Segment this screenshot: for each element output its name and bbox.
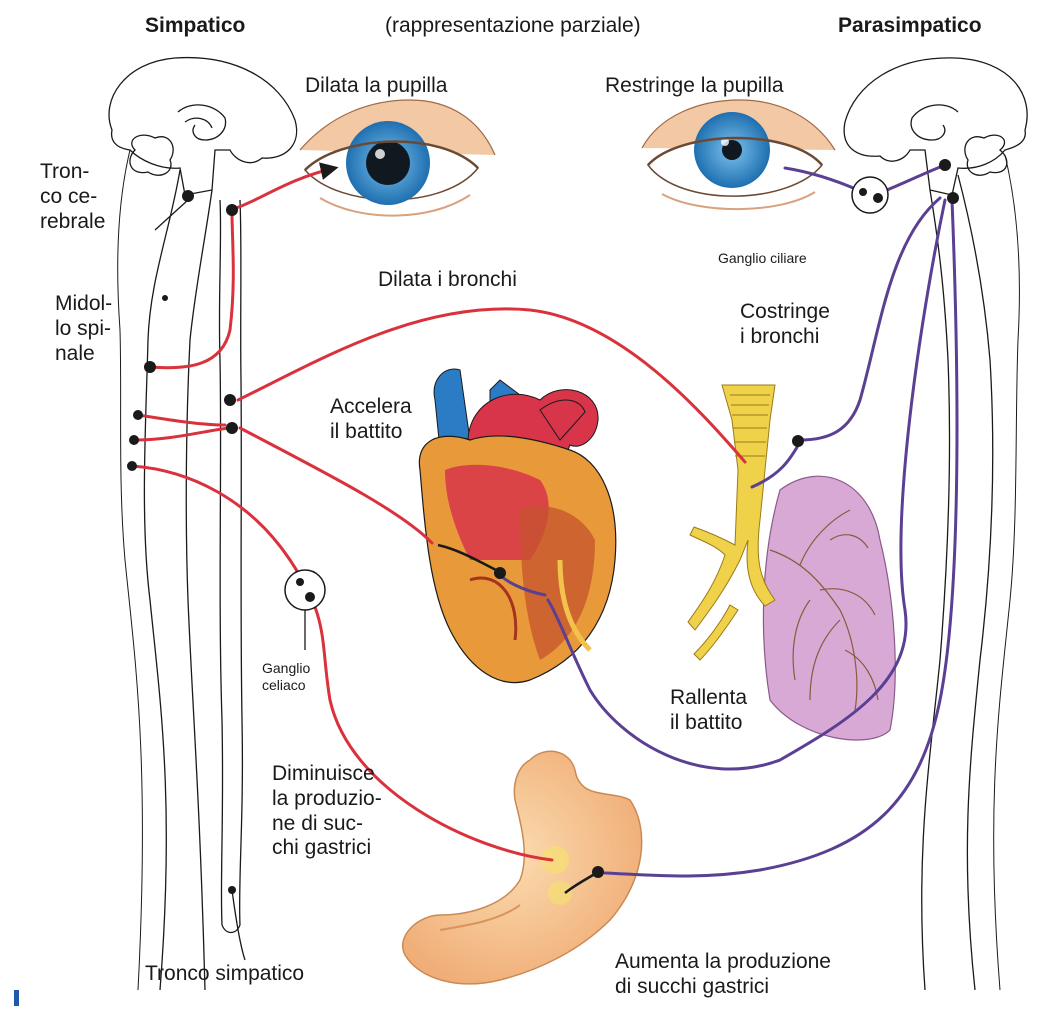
label-aumenta: Aumenta la produzione di succhi gastrici [615, 950, 831, 1000]
label-rallenta-battito: Rallenta il battito [670, 686, 747, 736]
left-eye [300, 100, 495, 216]
label-accelera-battito: Accelera il battito [330, 395, 412, 445]
left-title: Simpatico [145, 14, 245, 39]
left-brain [109, 58, 297, 195]
edge-mark [14, 990, 19, 1006]
nerve-to-ciliary-ganglion [882, 165, 945, 192]
label-ganglio-celiaco: Ganglio celiaco [262, 660, 310, 693]
right-eye [642, 100, 835, 209]
trachea-bronchi [688, 385, 775, 660]
label-restringe-pupilla: Restringe la pupilla [605, 74, 784, 99]
label-ganglio-ciliare: Ganglio ciliare [718, 250, 807, 267]
left-spinal-cord [118, 150, 212, 990]
label-tronco-cerebrale: Tron- co ce- rebrale [40, 160, 105, 234]
nerve-to-heart [240, 428, 432, 543]
lung [763, 476, 895, 740]
right-title: Parasimpatico [838, 14, 982, 39]
right-spinal-cord [922, 155, 1020, 990]
label-tronco-simpatico: Tronco simpatico [145, 962, 304, 987]
label-dilata-pupilla: Dilata la pupilla [305, 74, 447, 99]
subtitle: (rappresentazione parziale) [385, 14, 641, 39]
ganglio-celiaco-circle [285, 570, 325, 610]
stomach [403, 751, 642, 984]
label-diminuisce: Diminuisce la produzio- ne di suc- chi g… [272, 762, 382, 861]
label-midollo-spinale: Midol- lo spi- nale [55, 292, 112, 366]
label-costringe-bronchi: Costringe i bronchi [740, 300, 830, 350]
right-brain [844, 58, 1027, 195]
ganglio-ciliare-circle [852, 177, 888, 213]
heart [419, 369, 615, 683]
label-dilata-bronchi: Dilata i bronchi [378, 268, 517, 293]
